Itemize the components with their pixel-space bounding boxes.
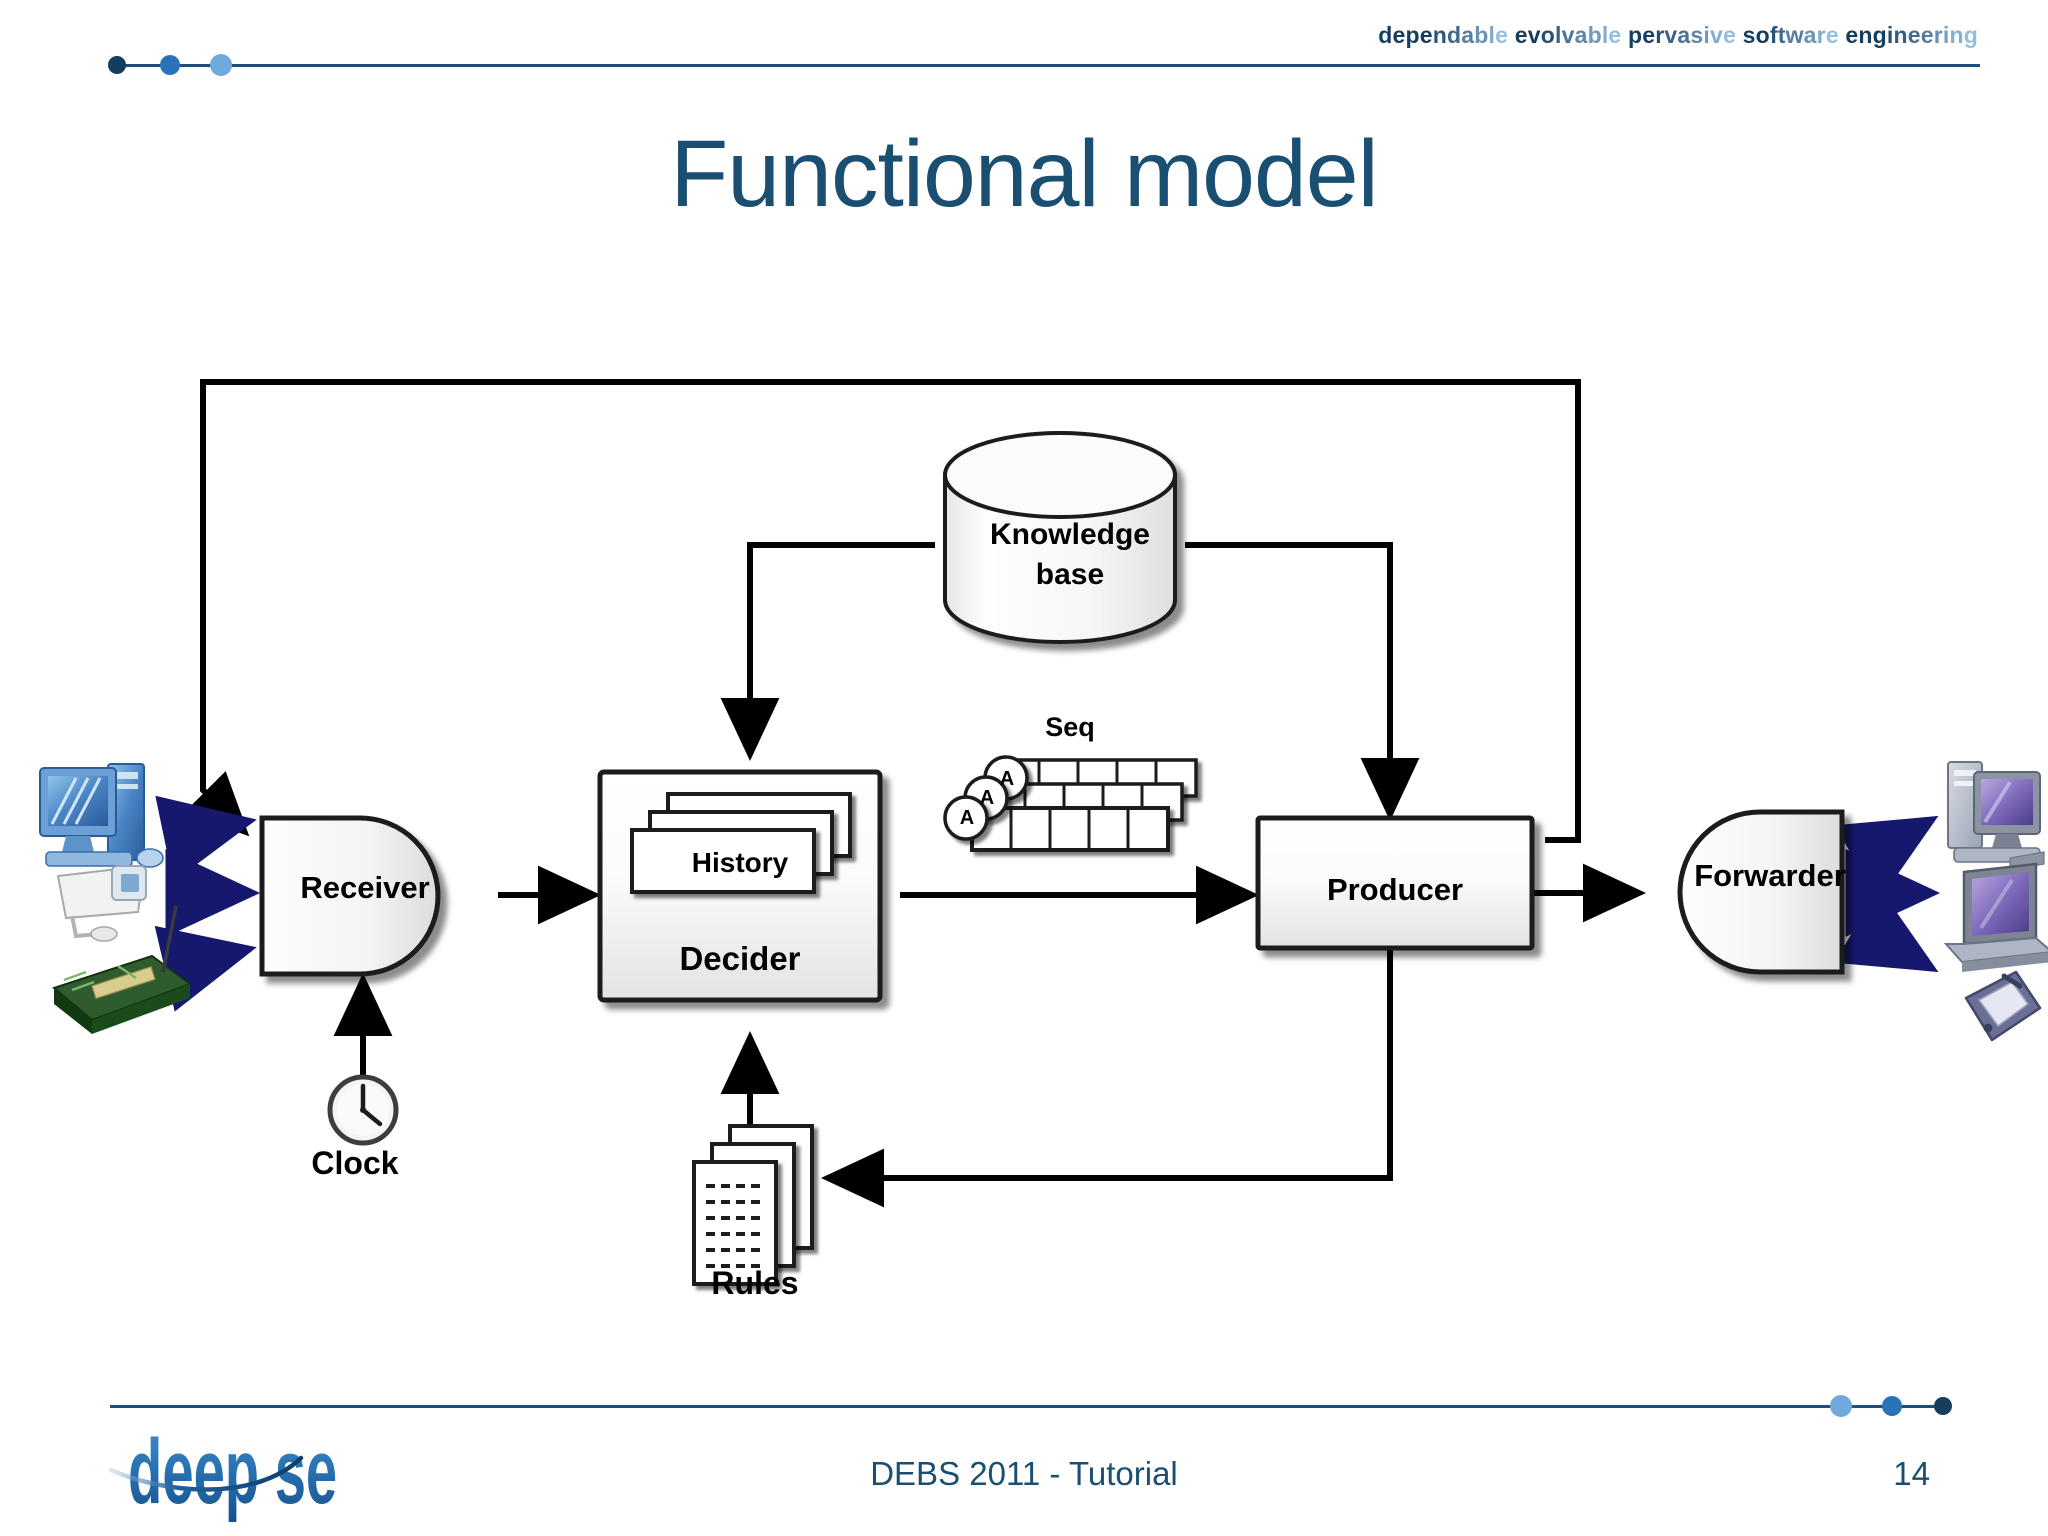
clock-icon <box>327 1074 399 1146</box>
tagline-word-2: evolvable <box>1514 22 1622 48</box>
deepse-logo-swoosh <box>108 1455 304 1492</box>
forwarder-label: Forwarder <box>1694 858 1846 893</box>
footer-page-number: 14 <box>1893 1455 1930 1492</box>
footer-center-text: DEBS 2011 - Tutorial <box>870 1455 1178 1492</box>
seq-event-label-1: A <box>959 807 975 829</box>
footer-dot-1 <box>1830 1395 1852 1417</box>
deepse-logo: deep se <box>108 1421 337 1524</box>
footer-dot-2 <box>1882 1396 1902 1416</box>
slide-header: dependable evolvable pervasive software … <box>0 0 2048 92</box>
rules-icon <box>692 1124 814 1286</box>
header-dot-3 <box>210 54 232 76</box>
knowledge-base-label-line1: Knowledge <box>989 518 1150 551</box>
output-device-laptop-icon <box>1943 862 2048 972</box>
tagline-word-3: pervasive <box>1628 22 1736 48</box>
deepse-logo-text: deep se <box>128 1421 337 1524</box>
input-device-desktop-computer-icon <box>39 763 164 868</box>
receiver-node[interactable] <box>259 815 441 977</box>
input-device-sensor-board-icon <box>51 905 193 1034</box>
seq-event-label-2: A <box>979 787 995 809</box>
receiver-label: Receiver <box>300 870 430 905</box>
knowledge-base-node[interactable] <box>943 431 1177 644</box>
seq-label: Seq <box>1045 712 1095 742</box>
seq-event-label-3: A <box>999 768 1015 790</box>
connector-lines <box>184 379 1646 1208</box>
clock-label: Clock <box>311 1145 399 1181</box>
producer-node[interactable] <box>1255 815 1535 951</box>
decider-label: Decider <box>679 940 801 977</box>
output-device-pda-phone-icon <box>1964 970 2042 1042</box>
page-title: Functional model <box>670 121 1378 227</box>
tagline-word-1: dependable <box>1378 22 1509 48</box>
input-arrows <box>154 795 261 1012</box>
forwarder-node[interactable] <box>1677 809 1845 975</box>
input-arrow-1 <box>155 795 257 882</box>
footer-dot-3 <box>1934 1397 1952 1415</box>
seq-event-circles <box>943 755 1029 841</box>
flow-kb-to-decider <box>720 542 935 761</box>
rules-label: Rules <box>711 1265 799 1301</box>
header-tagline: dependable evolvable pervasive software … <box>1378 22 1978 49</box>
seq-node <box>943 755 1198 852</box>
decider-node[interactable] <box>597 769 883 1003</box>
output-device-desktop-computer-icon <box>1947 761 2045 871</box>
input-arrow-3 <box>154 925 257 1012</box>
producer-label: Producer <box>1326 872 1464 907</box>
tagline-word-5: engineering <box>1845 22 1978 48</box>
header-divider-line <box>190 64 1980 67</box>
header-dot-1 <box>108 56 126 74</box>
footer-dot-decoration <box>1830 1395 1990 1419</box>
flow-producer-to-receiver-feedback <box>184 379 1581 843</box>
tagline-word-4: software <box>1742 22 1839 48</box>
header-dot-2 <box>160 55 180 75</box>
history-label: History <box>691 847 789 878</box>
input-device-security-camera-icon <box>56 865 147 942</box>
knowledge-base-label-line2: base <box>1035 558 1105 591</box>
history-card-stack <box>630 792 852 894</box>
output-arrows <box>1834 815 1941 973</box>
flow-producer-to-rules <box>821 945 1393 1208</box>
output-arrow-3 <box>1834 886 1939 973</box>
footer-divider-line <box>110 1405 1900 1408</box>
header-dot-decoration <box>100 54 232 76</box>
flow-kb-to-producer <box>1185 542 1420 821</box>
